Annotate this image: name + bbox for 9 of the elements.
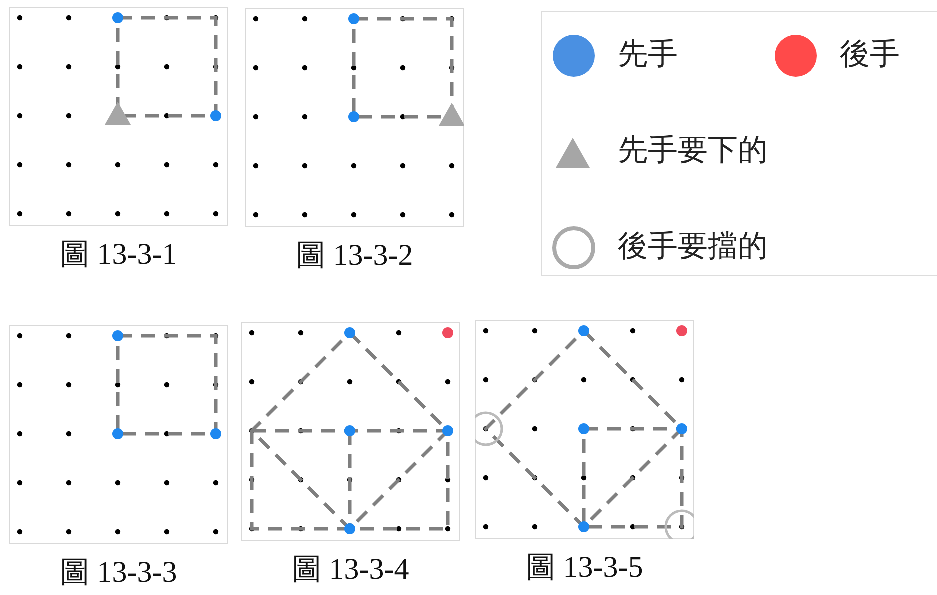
- legend-label: 後手: [840, 37, 900, 73]
- legend-label: 先手: [618, 37, 678, 73]
- figure-caption: 圖 13-3-5: [524, 550, 644, 586]
- figure-caption: 圖 13-3-4: [290, 552, 410, 588]
- figure-caption: 圖 13-3-3: [58, 555, 178, 591]
- legend-label: 先手要下的: [618, 133, 768, 169]
- legend-label: 後手要擋的: [618, 229, 768, 265]
- figure-caption: 圖 13-3-2: [294, 238, 414, 274]
- figure-caption: 圖 13-3-1: [58, 237, 178, 273]
